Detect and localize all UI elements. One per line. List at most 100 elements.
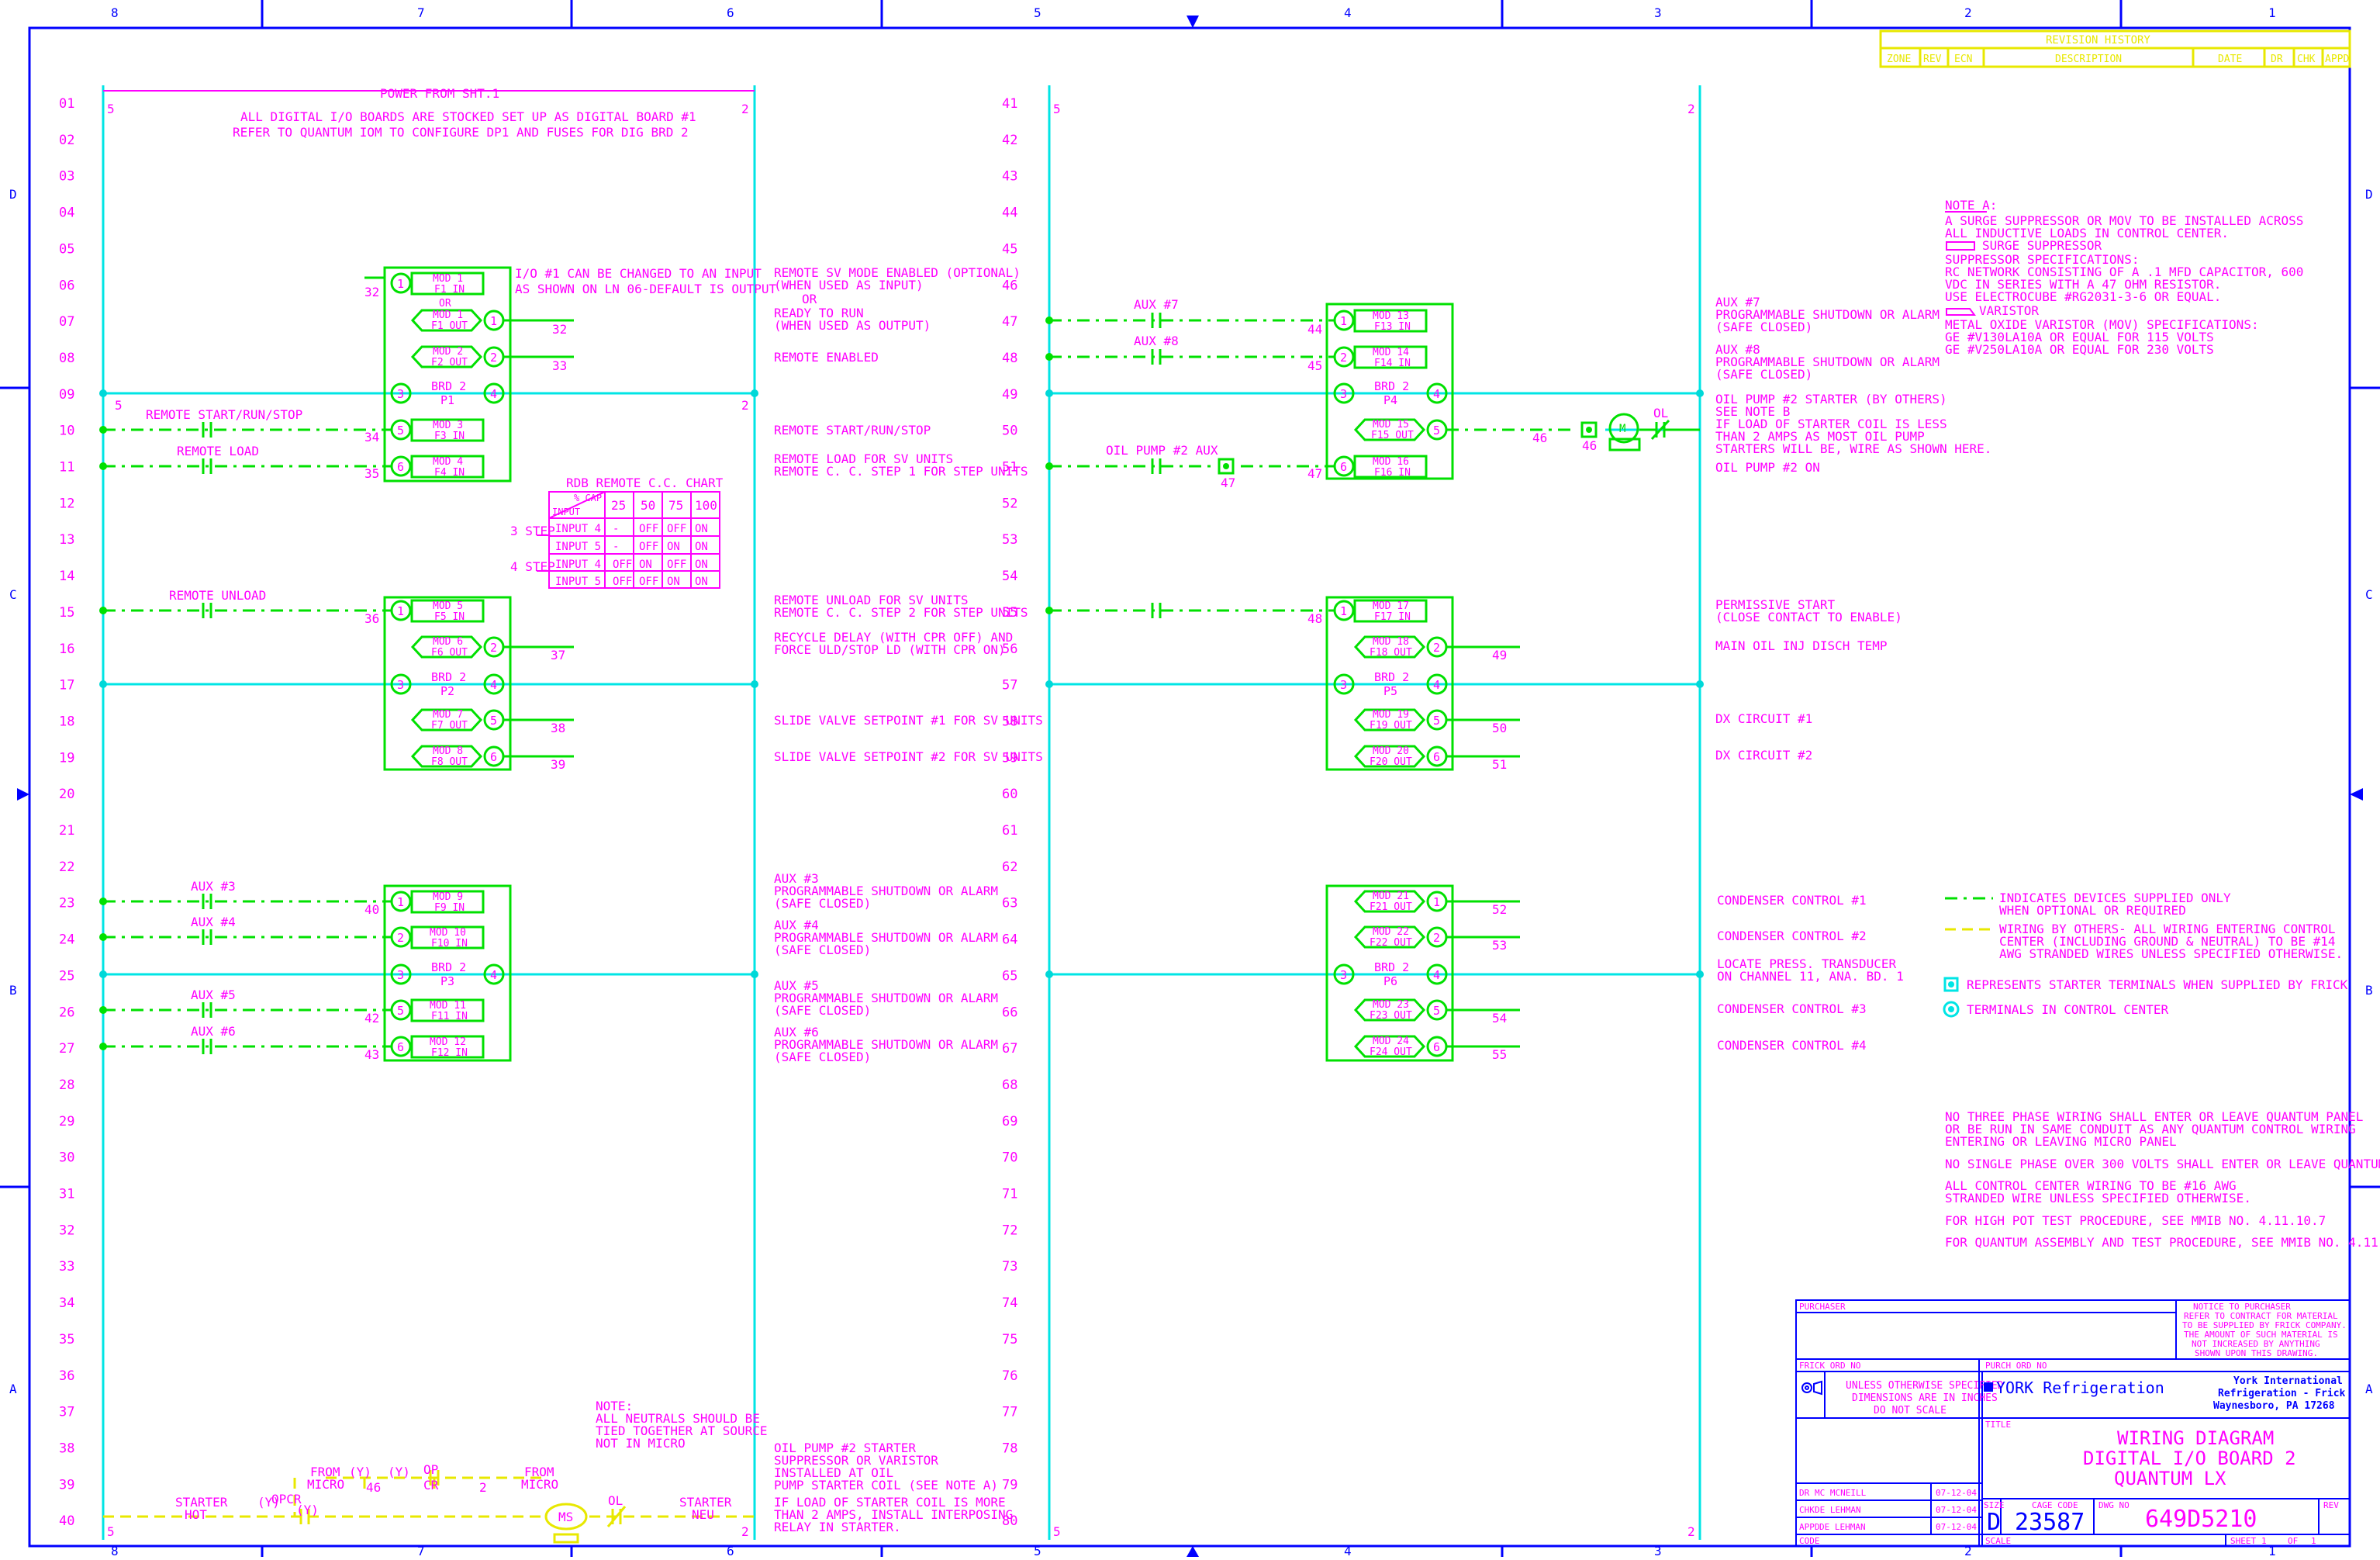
module-label: MOD 5 xyxy=(433,600,463,612)
rung-desc: DX CIRCUIT #1 xyxy=(1715,711,1812,726)
or-label: OR xyxy=(439,298,451,310)
dr-date: 07-12-04 xyxy=(1936,1488,1977,1498)
rung-number: 15 xyxy=(59,605,74,621)
wire-number: 50 xyxy=(1492,721,1507,735)
center-arrow-top xyxy=(1187,16,1199,28)
rung-desc: (SAFE CLOSED) xyxy=(1715,320,1812,334)
contact-aux3: AUX #3 xyxy=(191,879,236,894)
rung-number: 59 xyxy=(1002,750,1017,766)
center-arrow-bottom xyxy=(1187,1546,1199,1557)
module-label: MOD 16 xyxy=(1373,456,1409,468)
legend-text: INDICATES DEVICES SUPPLIED ONLY xyxy=(1999,891,2231,905)
rung-desc: SUPPRESSOR OR VARISTOR xyxy=(774,1453,938,1468)
module-label: F7 OUT xyxy=(431,720,468,732)
dwg-label: DWG NO xyxy=(2098,1500,2130,1510)
board-p2: 1 MOD 5 F5 IN MOD 6 F6 OUT 2 3 BRD 2 P2 … xyxy=(383,596,574,771)
note-line: SURGE SUPPRESSOR xyxy=(1982,238,2102,253)
terminal-number: 6 xyxy=(397,460,404,474)
size-label: SIZE xyxy=(1984,1500,2005,1510)
terminal-number: 1 xyxy=(1340,604,1347,618)
wire-number: 45 xyxy=(1307,358,1322,373)
wire-number: 42 xyxy=(364,1011,379,1026)
revision-history-table: REVISION HISTORY ZONE REV ECN DESCRIPTIO… xyxy=(1879,29,2351,68)
chk-label: CHK xyxy=(1799,1505,1815,1515)
rail-number: 5 xyxy=(115,398,123,413)
rung-number: 12 xyxy=(59,496,74,511)
wire-number: 34 xyxy=(364,430,379,444)
of-label: OF xyxy=(2288,1536,2298,1546)
purch-ord-label: PURCH ORD NO xyxy=(1985,1361,2047,1371)
chart-cell: OFF xyxy=(613,559,632,571)
rung-number: 09 xyxy=(59,387,74,403)
rung-desc: (SAFE CLOSED) xyxy=(1715,367,1812,382)
col-label: 4 xyxy=(1344,1544,1352,1557)
terminal-number: 6 xyxy=(1433,1040,1440,1054)
rung-desc: (WHEN USED AS INPUT) xyxy=(774,278,924,292)
chart-cell: INPUT 4 xyxy=(555,523,601,535)
chart-step-label: 3 STEP xyxy=(510,524,555,538)
starter-hot-label: HOT xyxy=(185,1507,207,1522)
contact-aux7: AUX #7 xyxy=(1134,297,1179,312)
wire-number: 33 xyxy=(552,358,567,373)
terminal-number: 2 xyxy=(1340,351,1347,365)
rung-number: 28 xyxy=(59,1077,74,1093)
rung-number: 60 xyxy=(1002,787,1017,802)
module-label: F19 OUT xyxy=(1370,720,1412,732)
module-label: F5 IN xyxy=(434,611,465,623)
rung-number: 64 xyxy=(1002,932,1017,948)
terminal-number: 1 xyxy=(1340,314,1347,328)
terminal-number: 4 xyxy=(490,387,497,401)
rung-desc: DX CIRCUIT #2 xyxy=(1715,748,1812,763)
rung-desc: REMOTE C. C. STEP 1 FOR STEP UNITS xyxy=(774,464,1028,479)
chk-name: DE LEHMAN xyxy=(1815,1505,1861,1515)
company-address: Waynesboro, PA 17268 xyxy=(2213,1400,2335,1412)
module-label: MOD 9 xyxy=(433,891,463,903)
rail-number: 2 xyxy=(1687,102,1695,116)
rdb-remote-cc-chart: RDB REMOTE C.C. CHART % CAP INPUT 25 50 … xyxy=(510,476,724,589)
wire-number: 47 xyxy=(1221,476,1235,490)
notice-text: NOTICE TO PURCHASER xyxy=(2193,1302,2291,1312)
drawing-title-2: DIGITAL I/O BOARD 2 xyxy=(2083,1448,2296,1469)
module-label: F15 OUT xyxy=(1371,430,1414,441)
dr-label: DR xyxy=(1799,1488,1810,1498)
rung-number: 73 xyxy=(1002,1259,1017,1275)
legend-text: WHEN OPTIONAL OR REQUIRED xyxy=(1999,903,2186,918)
terminal-number: 4 xyxy=(490,968,497,982)
chart-cell: - xyxy=(613,523,619,535)
wire-number: 55 xyxy=(1492,1047,1507,1062)
rung-number: 57 xyxy=(1002,678,1017,694)
neutral-note: NOT IN MICRO xyxy=(596,1436,686,1451)
col-label: 5 xyxy=(1034,5,1041,20)
col-label: 8 xyxy=(111,5,119,20)
terminal-number: 1 xyxy=(397,277,404,291)
terminal-number: 1 xyxy=(397,895,404,909)
module-label: F23 OUT xyxy=(1370,1010,1412,1022)
rung-desc: PERMISSIVE START xyxy=(1715,597,1835,612)
wire-number: 51 xyxy=(1492,757,1507,772)
rung-number: 04 xyxy=(59,206,74,221)
note-line: GE #V130LA10A OR EQUAL FOR 115 VOLTS xyxy=(1945,330,2214,344)
chart-step-label: 4 STEP xyxy=(510,559,555,574)
ol-label: OL xyxy=(608,1493,623,1508)
io-note-1: I/O #1 CAN BE CHANGED TO AN INPUT xyxy=(515,266,762,281)
board-name: BRD 2 xyxy=(1374,379,1409,393)
chart-cell: ON xyxy=(695,523,708,535)
rung-number: 38 xyxy=(59,1441,74,1456)
module-label: MOD 21 xyxy=(1373,891,1409,902)
rung-number: 61 xyxy=(1002,823,1017,839)
module-label: F10 IN xyxy=(431,938,468,949)
rdb-chart-title: RDB REMOTE C.C. CHART xyxy=(566,476,724,490)
module-label: F14 IN xyxy=(1374,358,1411,369)
terminal-number: 3 xyxy=(1340,678,1347,692)
general-note: ALL CONTROL CENTER WIRING TO BE #16 AWG xyxy=(1945,1178,2237,1193)
terminal-number: 2 xyxy=(490,351,497,365)
rev-col-header: DESCRIPTION xyxy=(2055,54,2122,65)
rung-number: 26 xyxy=(59,1005,74,1020)
rung-number: 54 xyxy=(1002,569,1017,584)
rail-number: 2 xyxy=(1687,1524,1695,1539)
rail-number: 2 xyxy=(741,1524,749,1539)
rung-number: 67 xyxy=(1002,1041,1017,1057)
rung-desc: AUX #3 xyxy=(774,871,819,886)
neutral-note: ALL NEUTRALS SHOULD BE xyxy=(596,1411,760,1426)
